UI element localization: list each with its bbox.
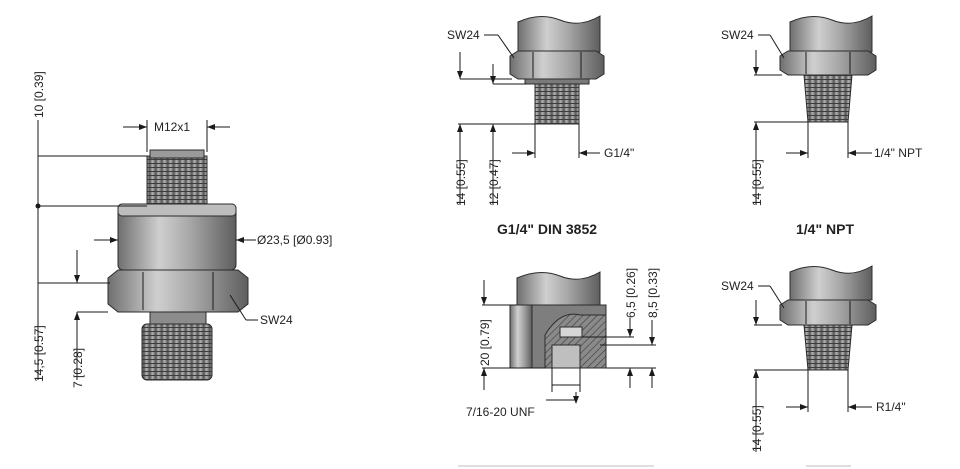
unf-dim-height: 20 [0.79] xyxy=(478,319,492,366)
npt-wrench-label: SW24 xyxy=(721,28,754,42)
main-neck xyxy=(149,311,207,325)
din-thread xyxy=(534,83,580,125)
din-thread-label: G1/4" xyxy=(604,146,634,160)
npt-thread xyxy=(803,74,853,123)
main-dim-top: 10 [0.39] xyxy=(32,71,46,118)
unf-bore xyxy=(551,344,581,369)
npt-thread-label: 1/4" NPT xyxy=(874,146,923,160)
main-dim-bottom: 7 [0.28] xyxy=(71,348,85,388)
main-top-collar xyxy=(149,149,205,159)
unf-body-top xyxy=(516,271,601,306)
main-thread-label: M12x1 xyxy=(154,120,190,134)
main-hex-nut xyxy=(107,269,249,313)
din-wrench-label: SW24 xyxy=(447,28,480,42)
main-diameter-label: Ø23,5 [Ø0.93] xyxy=(257,233,332,247)
main-top-thread xyxy=(146,155,208,205)
unf-view: 20 [0.79] 6,5 [0.26] 8,5 [0.33] 7/16-20 … xyxy=(466,268,660,419)
main-body-ring xyxy=(117,203,237,217)
r-thread-label: R1/4" xyxy=(876,400,906,414)
r-body-top xyxy=(789,265,873,301)
din-body-top xyxy=(517,15,601,53)
npt-dim: 14 [0.55] xyxy=(750,159,764,206)
din-hex-nut xyxy=(509,50,605,80)
main-sensor-view: M12x1 10 [0.39] 14,5 [0.57] 7 [0.28] Ø23… xyxy=(32,71,332,388)
main-dim-mid: 14,5 [0.57] xyxy=(32,325,46,382)
r-hex-nut xyxy=(779,299,877,326)
main-bottom-thread xyxy=(141,323,213,381)
din-seal-ring xyxy=(524,78,590,85)
r-wrench-label: SW24 xyxy=(721,279,754,293)
unf-dim-a: 6,5 [0.26] xyxy=(624,268,638,318)
unf-port-step xyxy=(559,326,583,338)
din-caption: G1/4" DIN 3852 xyxy=(497,221,597,237)
din-dim-inner: 12 [0.47] xyxy=(487,159,501,206)
npt-caption: 1/4" NPT xyxy=(796,221,854,237)
npt-hex-nut xyxy=(779,50,877,76)
r-thread xyxy=(803,324,853,371)
main-wrench-label: SW24 xyxy=(260,313,293,327)
din-3852-view: SW24 14 [0.55] 12 [0.47] G1/4" G1/4" DIN… xyxy=(447,15,634,237)
din-dim-outer: 14 [0.55] xyxy=(454,159,468,206)
npt-body-top xyxy=(789,15,873,53)
unf-thread-label: 7/16-20 UNF xyxy=(466,405,535,419)
unf-dim-b: 8,5 [0.33] xyxy=(646,268,660,318)
r-quarter-view: SW24 14 [0.55] R1/4" xyxy=(721,265,906,452)
npt-view: SW24 14 [0.55] 1/4" NPT 1/4" NPT xyxy=(721,15,923,237)
unf-hex-left xyxy=(509,304,533,369)
r-dim: 14 [0.55] xyxy=(750,405,764,452)
